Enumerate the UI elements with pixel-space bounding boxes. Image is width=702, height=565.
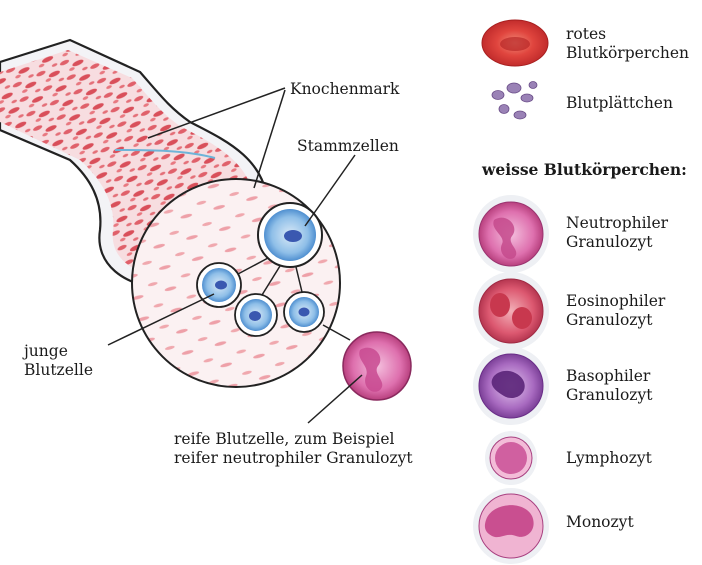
legend-heading-weisse-blutkoerperchen: weisse Blutkörperchen: [482,160,687,179]
monocyte-icon [473,488,549,564]
legend-label-lymphozyt: Lymphozyt [566,449,652,468]
legend-label-monozyt: Monozyt [566,513,634,532]
legend-label-basophiler: Basophiler Granulozyt [566,367,652,405]
basophil-icon [473,347,549,425]
legend-icons [473,20,549,564]
legend-label-neutrophiler: Neutrophiler Granulozyt [566,214,668,252]
legend-label-blutplaettchen: Blutplättchen [566,94,673,113]
platelets-icon [492,82,537,120]
label-stammzellen: Stammzellen [297,137,399,156]
label-reife-blutzelle: reife Blutzelle, zum Beispiel reifer neu… [174,430,413,468]
label-junge-blutzelle: junge Blutzelle [24,342,93,380]
legend-label-rotes-blutkoerperchen: rotes Blutkörperchen [566,25,689,63]
mature-neutrophil [343,332,411,400]
lymphocyte-icon [485,431,537,485]
neutrophil-icon [473,195,549,273]
label-knochenmark: Knochenmark [290,80,399,99]
legend-label-eosinophiler: Eosinophiler Granulozyt [566,292,665,330]
eosinophil-icon [473,272,549,350]
red-blood-cell-icon [482,20,548,66]
